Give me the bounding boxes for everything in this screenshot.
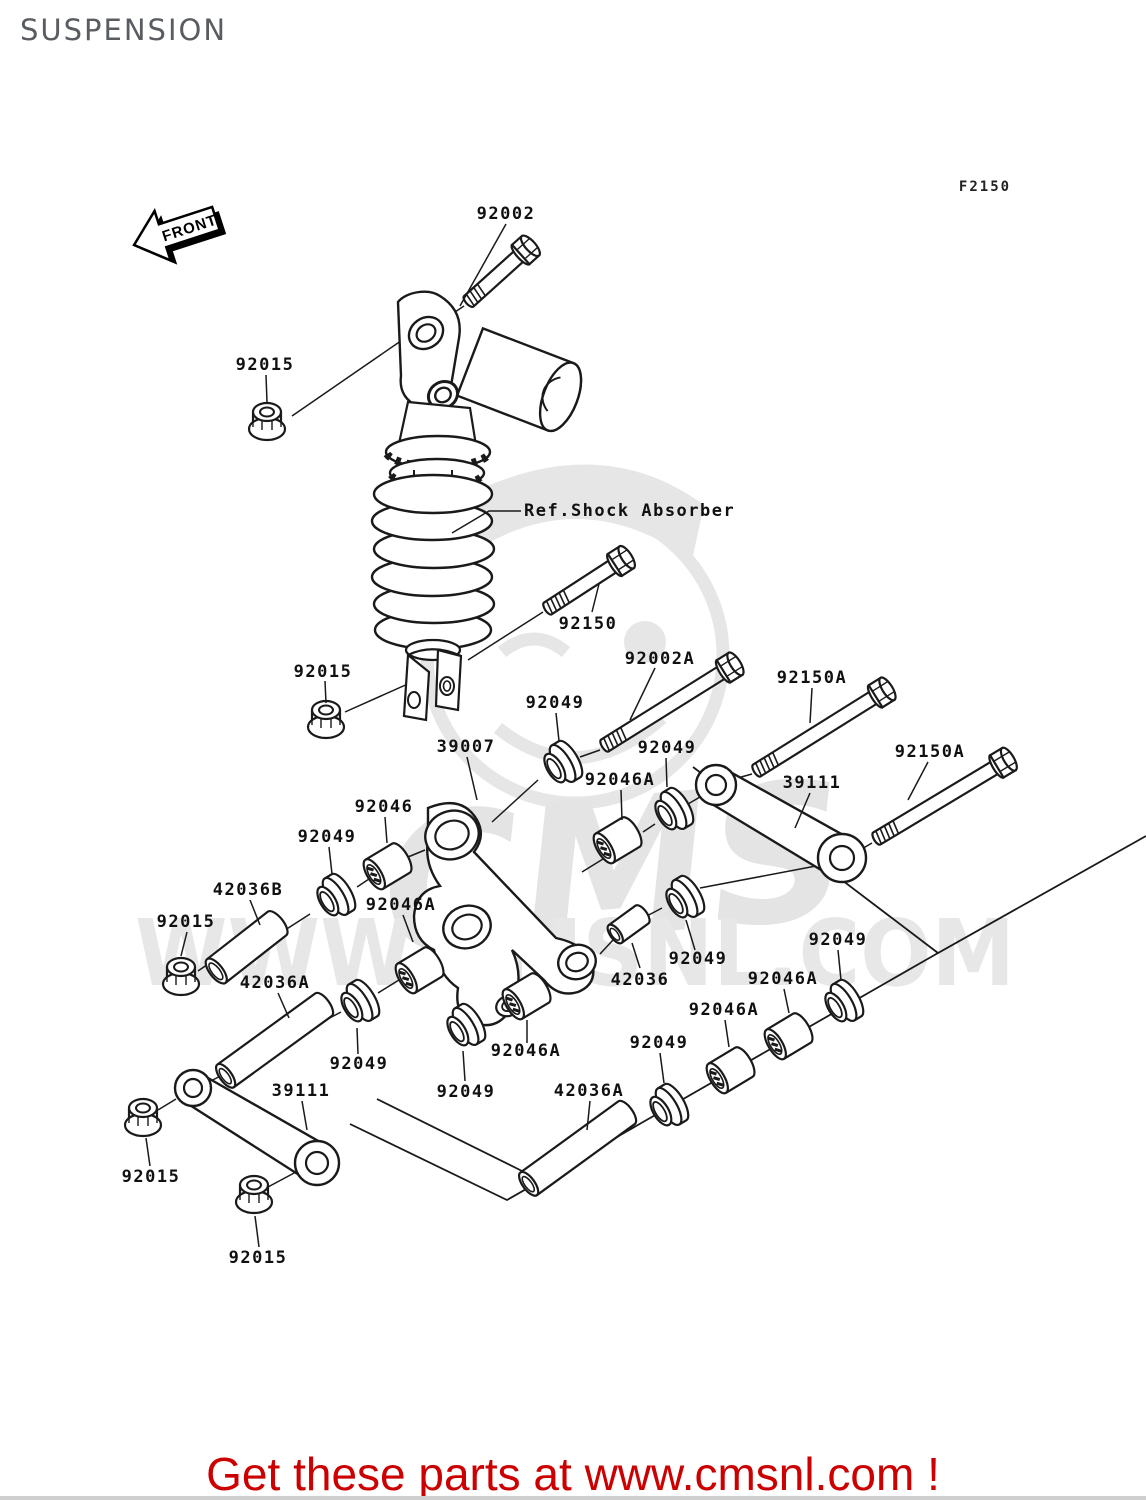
label-92015-4-leader	[145, 1137, 151, 1167]
label-39111-1-leader	[794, 792, 811, 829]
label-92049-7: 92049	[330, 1054, 389, 1074]
front-direction-arrow: FRONT	[132, 205, 227, 265]
nut-92015-2	[306, 699, 346, 740]
label-92049-3: 92049	[298, 827, 357, 847]
nut-92015-1	[247, 401, 287, 442]
label-92049-8: 92049	[437, 1082, 496, 1102]
label-92046a-1-leader	[620, 789, 623, 821]
label-92015-5-leader	[254, 1215, 260, 1248]
label-92015-2: 92015	[294, 662, 353, 682]
label-92046a-1: 92046A	[585, 770, 655, 790]
label-92049-5: 92049	[669, 949, 728, 969]
label-92015-5: 92015	[229, 1248, 288, 1268]
label-42036a-2: 42036A	[554, 1081, 624, 1101]
label-92046a-2-leader	[402, 914, 414, 943]
bearing-92046a-3	[759, 1008, 819, 1064]
label-39007: 39007	[437, 737, 496, 757]
label-92002: 92002	[477, 204, 536, 224]
label-92150-leader	[591, 583, 600, 613]
label-92046: 92046	[355, 797, 414, 817]
part-label-leaders	[145, 223, 929, 1248]
cms-mascot-watermark	[420, 464, 730, 810]
label-92049-2-leader	[665, 757, 668, 788]
label-92049-6-leader	[659, 1052, 665, 1084]
label-92046a-5: 92046A	[491, 1041, 561, 1061]
label-92002a: 92002A	[625, 649, 695, 669]
label-92046a-2: 92046A	[366, 895, 436, 915]
part-labels: 92002 92015 92150 92015 92002A 92150A 92150A 92…	[122, 204, 965, 1268]
label-42036b: 42036B	[213, 880, 283, 900]
tie-rod-39111-left	[173, 1068, 341, 1187]
nut-92015-4	[123, 1097, 163, 1138]
label-92049-4-leader	[837, 949, 842, 981]
page-title: SUSPENSION	[20, 13, 227, 47]
label-92046a-4: 92046A	[689, 1000, 759, 1020]
collar-42036a-2	[514, 1096, 641, 1200]
label-42036a-2-leader	[586, 1100, 591, 1131]
nut-92015-3	[161, 956, 201, 997]
label-92015-3-leader	[180, 931, 188, 957]
label-92150: 92150	[559, 614, 618, 634]
tie-rod-39111-right	[694, 763, 868, 884]
label-92150a-1-leader	[809, 687, 813, 724]
label-92002-leader	[459, 223, 507, 307]
label-92015-4: 92015	[122, 1167, 181, 1187]
shock-coil-spring	[370, 473, 496, 651]
nut-92015-5	[234, 1174, 274, 1215]
label-92049-5-leader	[685, 919, 696, 951]
label-92046a-3: 92046A	[748, 969, 818, 989]
label-92046a-3-leader	[783, 988, 790, 1014]
label-92049-8-leader	[462, 1050, 466, 1082]
label-39111-2: 39111	[272, 1081, 331, 1101]
label-92015-2-leader	[324, 680, 327, 704]
label-92150a-2-leader	[907, 761, 929, 801]
label-92015-1-leader	[265, 374, 268, 403]
label-92049-1-leader	[555, 712, 560, 742]
seal-92049-6	[642, 1079, 695, 1135]
label-42036: 42036	[611, 970, 670, 990]
label-92049-3-leader	[328, 846, 333, 875]
bearing-92046a-4	[701, 1042, 761, 1098]
label-42036a-1: 42036A	[240, 973, 310, 993]
shock-reservoir	[455, 326, 583, 433]
label-39111-2-leader	[301, 1100, 308, 1131]
label-92049-6: 92049	[630, 1033, 689, 1053]
ref-note-leader	[451, 510, 521, 534]
bottom-edge-strip	[0, 1496, 1146, 1500]
cmsnl-banner-link[interactable]: Get these parts at www.cmsnl.com !	[206, 1448, 940, 1500]
bolt-92150	[537, 542, 640, 623]
label-42036-leader	[631, 942, 641, 969]
label-92150a-1: 92150A	[777, 668, 847, 688]
label-92049-1: 92049	[526, 693, 585, 713]
label-92046-leader	[384, 816, 388, 844]
label-92049-7-leader	[356, 1027, 359, 1055]
label-42036a-1-leader	[277, 992, 290, 1019]
label-39007-leader	[466, 756, 478, 801]
label-92015-1: 92015	[236, 355, 295, 375]
label-92046a-4-leader	[724, 1019, 730, 1048]
label-92049-4: 92049	[809, 930, 868, 950]
label-92049-2: 92049	[638, 738, 697, 758]
bolt-92002	[456, 231, 544, 315]
label-92002a-leader	[629, 667, 656, 721]
ref-note-text: Ref.Shock Absorber	[524, 501, 735, 521]
front-arrow-shape	[132, 205, 222, 263]
figure-code: F2150	[959, 179, 1011, 195]
label-39111-1: 39111	[783, 773, 842, 793]
label-92015-3: 92015	[157, 912, 216, 932]
label-42036b-leader	[249, 899, 261, 926]
shock-absorber-drawing	[370, 290, 583, 722]
label-92150a-2: 92150A	[895, 742, 965, 762]
